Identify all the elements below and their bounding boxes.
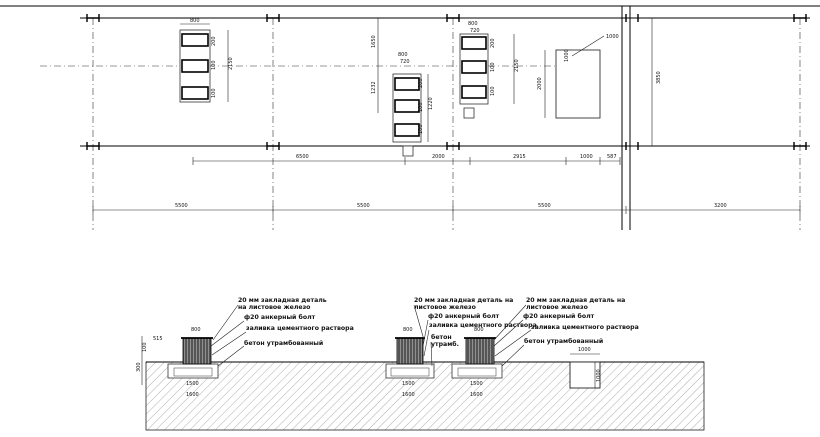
dim-height: 1232 — [371, 81, 377, 94]
callout-label: заливка цементного раствора — [531, 324, 639, 331]
dim-base-inner: 1500 — [186, 381, 199, 387]
dim-chain: 2000 — [432, 154, 445, 160]
dim-base-outer: 1600 — [470, 392, 483, 398]
dim-base-inner: 1500 — [402, 381, 415, 387]
plan-view: 800 2150 200 100 100 1650 1232 800 720 1… — [0, 5, 820, 230]
dim-level: 515 — [153, 336, 163, 342]
dim-top-width: 800 — [191, 327, 201, 333]
dim-width: 1000 — [606, 34, 619, 40]
section-view: 515 100 300 800 1500 1600 20 мм закладна… — [136, 297, 705, 431]
dim-top-width: 800 — [474, 327, 484, 333]
dim-base-inner: 1500 — [470, 381, 483, 387]
dim-span: 3200 — [714, 203, 727, 209]
callout-label: заливка цементного раствора — [429, 322, 537, 329]
callout-label: 20 мм закладная деталь на — [414, 297, 513, 304]
dim-offset: 3850 — [656, 71, 662, 84]
dim-sub: 200 — [418, 78, 424, 88]
dim-sub: 100 — [418, 102, 424, 112]
dim-base-outer: 1600 — [186, 392, 199, 398]
dim-chain: 2915 — [513, 154, 526, 160]
callout-label: бетон — [431, 333, 452, 341]
section-block-a: 800 1500 1600 20 мм закладная деталь на … — [167, 297, 354, 398]
plan-foundation-c: 800 720 2150 200 100 100 — [459, 21, 520, 119]
dim-height: 1220 — [428, 97, 434, 110]
dim-top-width: 800 — [403, 327, 413, 333]
chain-dimension: 6500 2000 2915 1000 587 — [192, 154, 621, 165]
callout-label: 20 мм закладная деталь на — [526, 297, 625, 304]
callout-label: бетон утрамбованный — [244, 339, 323, 347]
dim-span: 5500 — [175, 203, 188, 209]
dim-width: 800 — [468, 21, 478, 27]
dim-chain: 1000 — [580, 154, 593, 160]
plan-foundation-a: 800 2150 200 100 100 — [179, 18, 234, 103]
dim-width: 1000 — [578, 347, 591, 353]
dim-span: 5500 — [357, 203, 370, 209]
dim-span: 5500 — [538, 203, 551, 209]
dim-height: 2000 — [537, 77, 543, 90]
dim-level: 300 — [136, 362, 142, 372]
callout-label: заливка цементного раствора — [246, 325, 354, 332]
callout-label: ф20 анкерный болт — [244, 313, 316, 321]
callout-label: ф20 анкерный болт — [428, 312, 500, 320]
callout-label: 20 мм закладная деталь — [238, 297, 327, 304]
callout-label: утрамб. — [431, 340, 459, 348]
dim-sub: 100 — [211, 60, 217, 70]
dim-height: 2150 — [228, 57, 234, 70]
column-markers — [86, 14, 807, 150]
callout-label: листовое железо — [526, 304, 588, 311]
callout-label: на листовое железо — [238, 304, 310, 311]
dim-sub-width: 720 — [470, 28, 480, 34]
dim-level: 100 — [142, 342, 148, 352]
dim-chain: 587 — [607, 154, 617, 160]
section-block-c: 800 1500 1600 20 мм закладная деталь на … — [451, 297, 639, 398]
dim-height: 2150 — [514, 59, 520, 72]
dim-width: 800 — [190, 18, 200, 24]
dim-sub-width: 720 — [400, 59, 410, 65]
plan-foundation-b: 1650 1232 800 720 1220 200 100 100 — [371, 18, 434, 157]
dim-base-outer: 1600 — [402, 392, 415, 398]
dim-sub: 100 — [418, 124, 424, 134]
dim-inner: 1000 — [564, 49, 570, 62]
section-block-b: 800 1500 1600 20 мм закладная деталь на … — [385, 297, 537, 398]
dim-chain: 6500 — [296, 154, 309, 160]
callout-label: ф20 анкерный болт — [523, 312, 595, 320]
dim-sub: 200 — [490, 38, 496, 48]
dim-depth: 1000 — [596, 369, 602, 382]
callout-label: листовое железо — [414, 304, 476, 311]
span-dimension: 5500 5500 5500 3200 — [92, 203, 801, 214]
section-pit: 1000 1000 — [569, 347, 602, 389]
dim-sub: 100 — [211, 88, 217, 98]
dim-height: 1650 — [371, 35, 377, 48]
plan-pit: 1000 2000 1000 — [537, 34, 619, 119]
dim-width: 800 — [398, 52, 408, 58]
dim-sub: 100 — [490, 62, 496, 72]
dim-sub: 200 — [211, 36, 217, 46]
callout-label: бетон утрамбованный — [524, 337, 603, 345]
dim-sub: 100 — [490, 86, 496, 96]
